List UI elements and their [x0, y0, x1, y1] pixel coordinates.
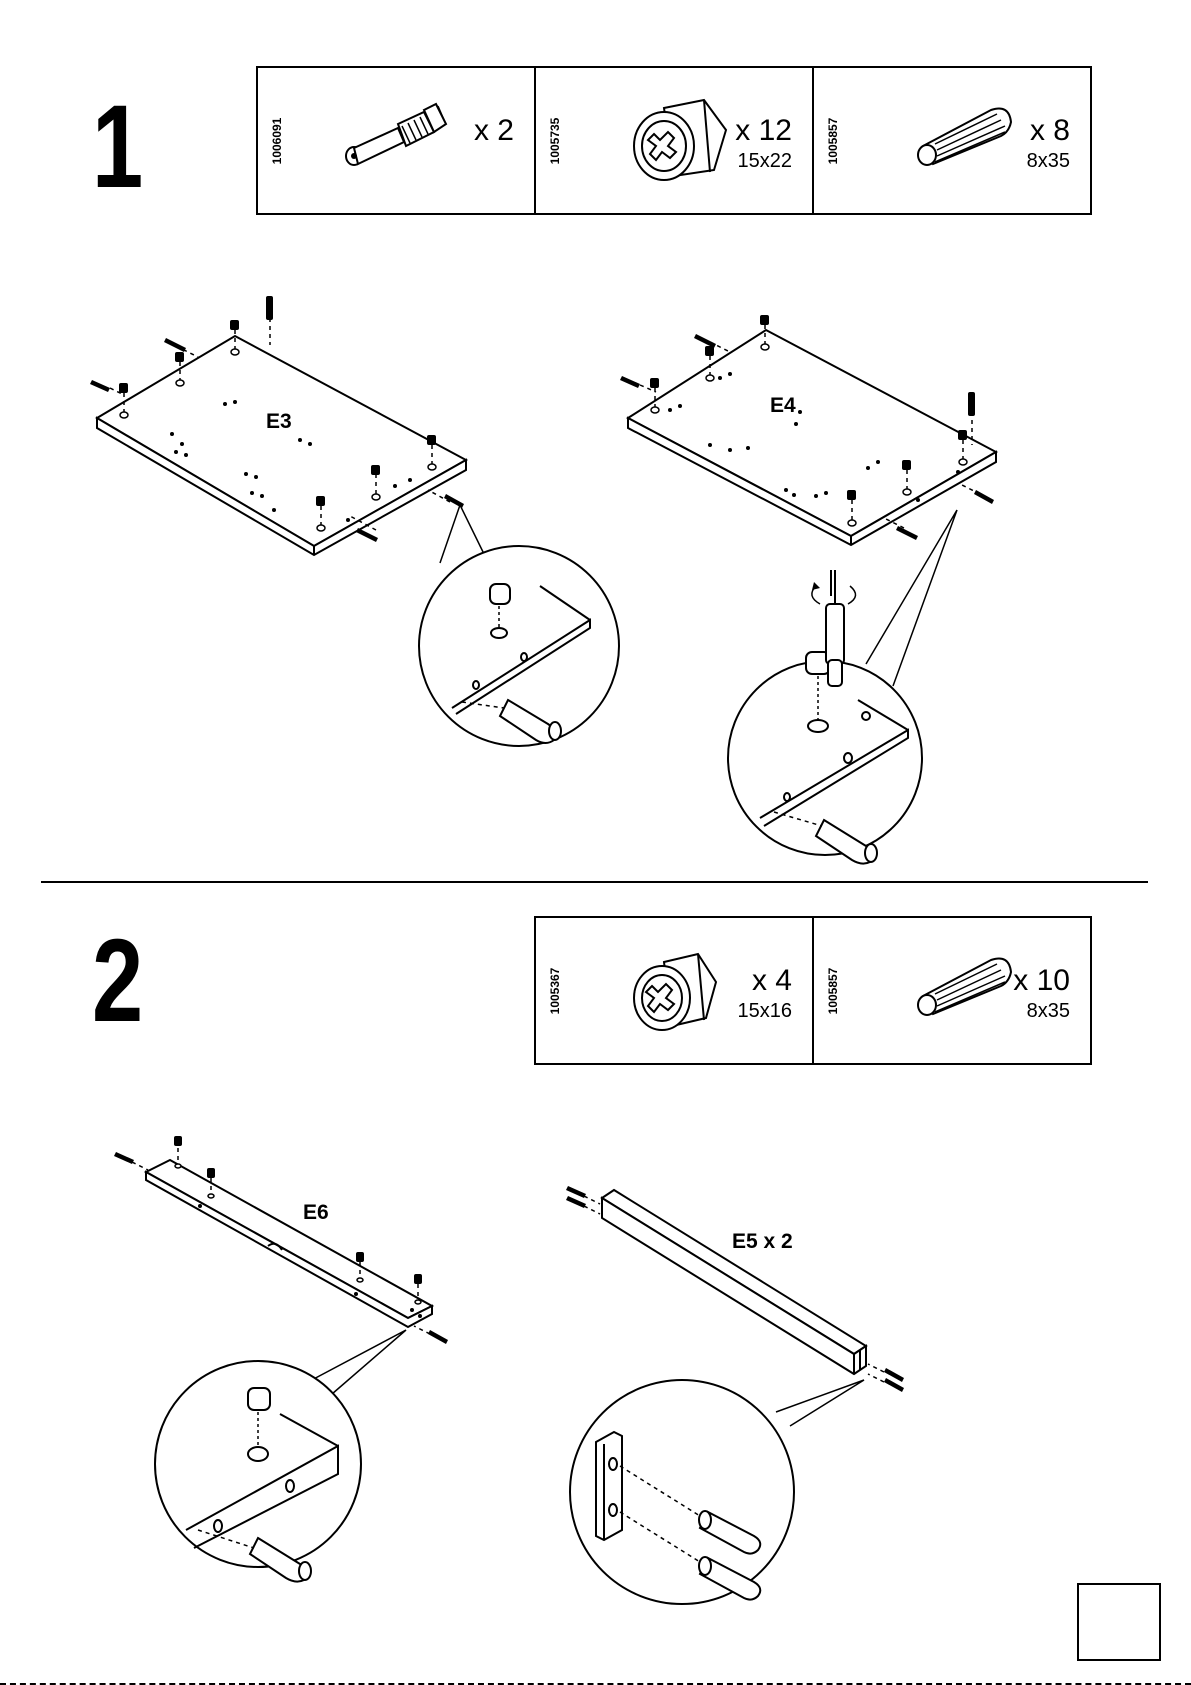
part-label-e6: E6: [303, 1201, 329, 1224]
panel-e5: [602, 1190, 866, 1374]
panel-e6: [146, 1160, 432, 1327]
part-label-e5: E5 x 2: [732, 1230, 793, 1253]
page-number-box: [1077, 1583, 1161, 1661]
